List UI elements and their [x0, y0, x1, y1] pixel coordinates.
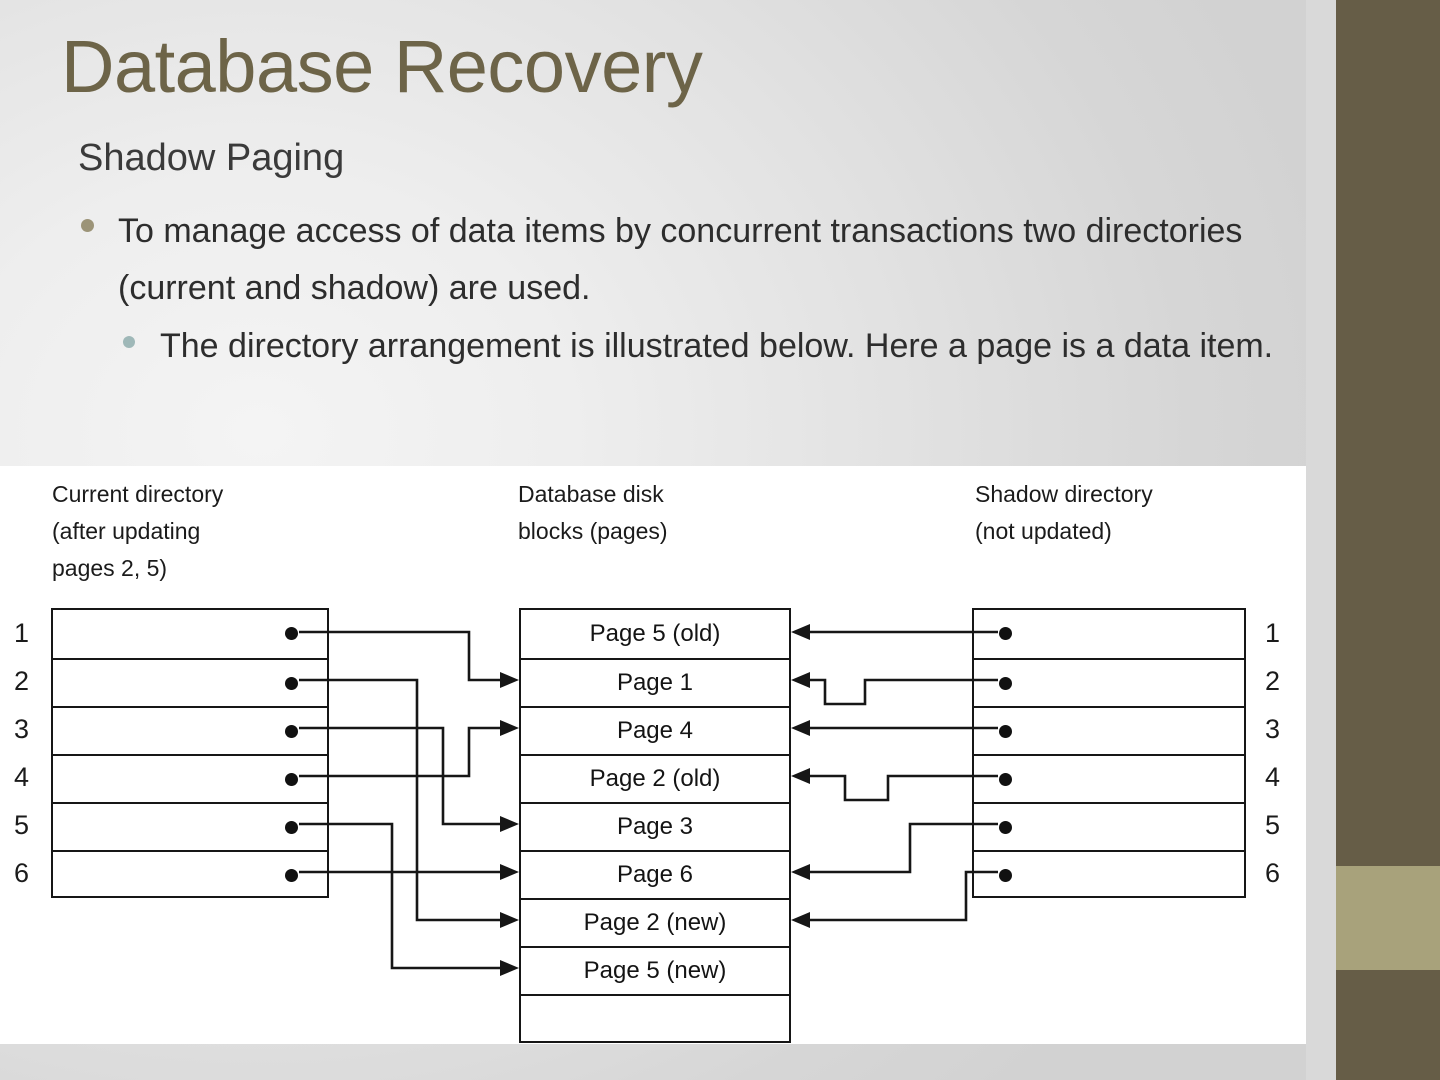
- wire-current-1-to-page1: [299, 630, 519, 688]
- current-directory-table: [51, 608, 329, 898]
- sidebar-band-accent: [1336, 866, 1440, 970]
- shadow-index-5: 5: [1265, 810, 1281, 840]
- page-subtitle: Shadow Paging: [78, 137, 345, 179]
- page-title: Database Recovery: [61, 25, 703, 108]
- pointer-dot-icon: [999, 773, 1012, 786]
- bullet-level-2: The directory arrangement is illustrated…: [120, 320, 1320, 372]
- pointer-dot-icon: [999, 821, 1012, 834]
- pointer-dot-icon: [285, 677, 298, 690]
- bullet-marker-icon: [81, 219, 94, 232]
- shadow-index-6: 6: [1265, 858, 1281, 888]
- wire-shadow-5-to-page3: [791, 822, 998, 880]
- diagram-panel: Current directory (after updating pages …: [0, 466, 1306, 1044]
- wire-shadow-6-to-page6: [791, 870, 998, 928]
- disk-block-label: Page 6: [616, 861, 694, 888]
- shadow-directory-row-6[interactable]: [974, 850, 1244, 898]
- wire-shadow-1-to-page5old: [791, 624, 998, 640]
- shadow-index-4: 4: [1265, 762, 1281, 792]
- disk-block-row[interactable]: Page 2 (new): [521, 898, 789, 946]
- pointer-dot-icon: [285, 725, 298, 738]
- shadow-directory-table: [972, 608, 1246, 898]
- shadow-paging-diagram: Current directory (after updating pages …: [0, 466, 1306, 1044]
- wire-current-4-to-page4: [299, 720, 519, 778]
- disk-block-row[interactable]: Page 5 (old): [521, 610, 789, 658]
- disk-block-label: Page 1: [616, 669, 694, 696]
- disk-block-row[interactable]: Page 4: [521, 706, 789, 754]
- current-index-1: 1: [14, 618, 30, 648]
- pointer-dot-icon: [285, 869, 298, 882]
- wire-current-5-to-page5new: [299, 822, 519, 976]
- disk-block-row[interactable]: Page 6: [521, 850, 789, 898]
- shadow-directory-row-1[interactable]: [974, 610, 1244, 658]
- pointer-dot-icon: [999, 627, 1012, 640]
- label-shadow-directory: Shadow directory (not updated): [975, 481, 1153, 544]
- label-disk-blocks: Database disk blocks (pages): [518, 481, 668, 544]
- shadow-index-3: 3: [1265, 714, 1281, 744]
- wire-current-6-to-page6: [299, 864, 519, 880]
- current-directory-row-4[interactable]: [53, 754, 327, 802]
- sidebar-gutter: [1306, 0, 1336, 1080]
- pointer-dot-icon: [285, 627, 298, 640]
- current-index-3: 3: [14, 714, 30, 744]
- shadow-directory-row-5[interactable]: [974, 802, 1244, 850]
- disk-block-label: Page 5 (old): [589, 620, 721, 647]
- current-index-4: 4: [14, 762, 30, 792]
- current-directory-row-1[interactable]: [53, 610, 327, 658]
- disk-block-label: Page 3: [616, 813, 694, 840]
- sidebar-band-bottom: [1336, 970, 1440, 1080]
- current-directory-row-6[interactable]: [53, 850, 327, 898]
- disk-block-label: Page 5 (new): [583, 957, 727, 984]
- disk-block-row[interactable]: Page 5 (new): [521, 946, 789, 994]
- shadow-directory-row-4[interactable]: [974, 754, 1244, 802]
- current-index-6: 6: [14, 858, 30, 888]
- shadow-index-2: 2: [1265, 666, 1281, 696]
- disk-block-row-empty[interactable]: [521, 994, 789, 1042]
- wire-shadow-3-to-page4: [791, 720, 998, 736]
- bullet-level-2-text: The directory arrangement is illustrated…: [160, 327, 1274, 365]
- bullet-level-1: To manage access of data items by concur…: [78, 203, 1308, 317]
- wire-shadow-4-to-page2old: [791, 768, 998, 802]
- disk-block-label: Page 2 (new): [583, 909, 727, 936]
- pointer-dot-icon: [999, 725, 1012, 738]
- wire-current-2-to-page2new: [299, 678, 519, 928]
- disk-block-label: Page 2 (old): [589, 765, 721, 792]
- wire-current-3-to-page3: [299, 726, 519, 832]
- shadow-directory-row-3[interactable]: [974, 706, 1244, 754]
- disk-block-row[interactable]: Page 3: [521, 802, 789, 850]
- current-directory-row-3[interactable]: [53, 706, 327, 754]
- shadow-index-1: 1: [1265, 618, 1281, 648]
- disk-blocks-table: Page 5 (old) Page 1 Page 4 Page 2 (old) …: [519, 608, 791, 1043]
- pointer-dot-icon: [999, 677, 1012, 690]
- shadow-directory-row-2[interactable]: [974, 658, 1244, 706]
- sidebar-band-top: [1336, 0, 1440, 866]
- pointer-dot-icon: [285, 821, 298, 834]
- current-directory-row-5[interactable]: [53, 802, 327, 850]
- current-index-5: 5: [14, 810, 30, 840]
- pointer-dot-icon: [285, 773, 298, 786]
- disk-block-row[interactable]: Page 2 (old): [521, 754, 789, 802]
- pointer-dot-icon: [999, 869, 1012, 882]
- sub-bullet-marker-icon: [123, 336, 135, 348]
- disk-block-label: Page 4: [616, 717, 694, 744]
- wire-shadow-2-to-page1: [791, 672, 998, 706]
- current-directory-row-2[interactable]: [53, 658, 327, 706]
- disk-block-row[interactable]: Page 1: [521, 658, 789, 706]
- current-index-2: 2: [14, 666, 30, 696]
- label-current-directory: Current directory (after updating pages …: [52, 481, 224, 581]
- bullet-level-1-text: To manage access of data items by concur…: [118, 212, 1243, 307]
